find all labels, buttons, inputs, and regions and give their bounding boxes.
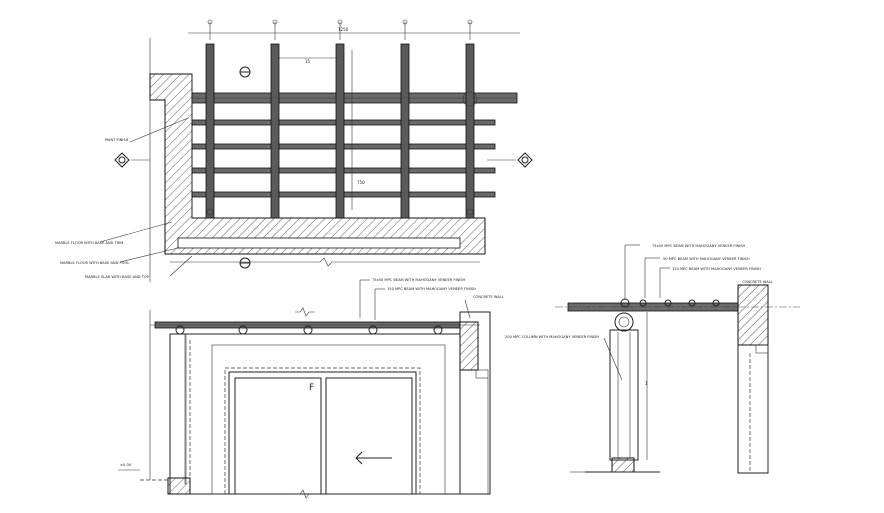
section-marker-bottom [239,257,251,269]
plan-label-b: MARBLE FLOOR WITH BASE AND TRIM [55,241,123,245]
front-label-wall: CONCRETE WALL [473,295,504,299]
mid-dimension-text: 15 [305,59,311,64]
section-marker-top [239,66,251,78]
side-section-view: 1 75x50 MPC BEAM WITH MAHOGANY VENEER FI… [505,244,800,474]
plan-label-a: PAINT FINISH [105,138,129,142]
door-mark: F [309,383,314,393]
pergola-plan-view: 1250 [55,19,533,282]
arrow-left-icon [355,451,392,465]
section-label-column: 200 MPC COLUMN WITH MAHOGANY VENEER FINI… [505,335,599,339]
vertical-posts [205,43,475,219]
front-elevation-view: F ±0.00 75x50 MPC BEAM WITH MAHOGANY VEN… [118,278,504,499]
top-dimension-text: 1250 [338,27,349,32]
door-right [325,377,413,495]
top-dimension-ticks [207,19,473,40]
section-vertical-dimension: 1 [645,381,648,386]
door-left [234,377,322,495]
section-label-beam-low: 150 MPC BEAM WITH MAHOGANY VENEER FINISH [672,267,761,271]
section-marker-right [517,152,533,168]
section-label-beam-mid: 50 MPC BEAM WITH MAHOGANY VENEER FINISH [663,257,750,261]
front-label-beam-b: 150 MPC BEAM WITH MAHOGANY VENEER FINISH [387,287,476,291]
front-label-beam-a: 75x50 MPC BEAM WITH MAHOGANY VENEER FINI… [372,278,466,282]
section-label-wall: CONCRETE WALL [742,280,773,284]
plan-label-d: MARBLE SLAB WITH BASE AND TOP [85,275,150,279]
column [609,329,639,461]
plan-label-c: MARBLE FLOOR WITH BASE AND POOL [60,261,129,265]
section-label-beam-top: 75x50 MPC BEAM WITH MAHOGANY VENEER FINI… [652,244,746,248]
section-marker-left [114,152,130,168]
level-label: ±0.00 [120,463,132,467]
vertical-dimension-text: 750 [357,180,365,185]
